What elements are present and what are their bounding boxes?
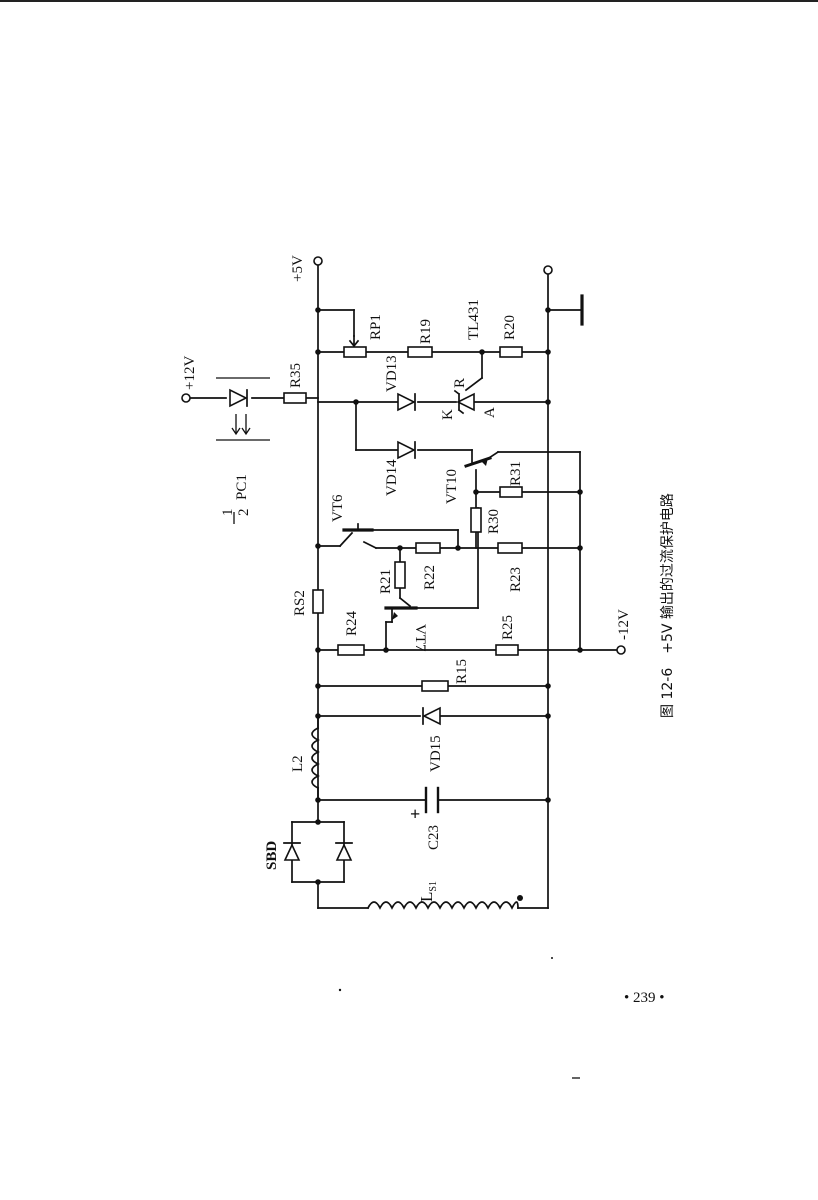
diode-vd14 bbox=[397, 440, 416, 460]
label-vd15: VD15 bbox=[428, 735, 444, 772]
plus12v-terminal bbox=[181, 393, 191, 403]
label-pc1-fraction-den: 2 bbox=[236, 509, 252, 517]
label-vt10: VT10 bbox=[444, 469, 460, 504]
inductor-l2 bbox=[311, 715, 320, 801]
page-top-border bbox=[0, 0, 818, 2]
label-vt7: VT7 bbox=[412, 624, 428, 652]
plus5v-terminal bbox=[313, 256, 323, 266]
resistor-rp1 bbox=[343, 346, 367, 358]
label-sbd: SBD bbox=[264, 841, 280, 870]
label-c23-plus: + bbox=[410, 804, 420, 824]
transistor-vt6 bbox=[342, 523, 374, 532]
diode-vd13 bbox=[397, 392, 416, 412]
ground-terminal bbox=[543, 265, 553, 275]
terminals bbox=[181, 256, 626, 655]
wires bbox=[185, 264, 619, 909]
label-plus12v: +12V bbox=[182, 356, 198, 390]
resistor-r25 bbox=[495, 644, 519, 656]
transistor-vt7 bbox=[384, 606, 418, 620]
label-r21: R21 bbox=[378, 569, 394, 594]
label-pc1: PC1 bbox=[234, 474, 250, 500]
diode-vd15 bbox=[422, 706, 441, 726]
label-r35: R35 bbox=[288, 363, 304, 388]
minus12v-terminal bbox=[616, 645, 626, 655]
resistor-r24 bbox=[337, 644, 365, 656]
label-plus5v: +5V bbox=[290, 255, 306, 282]
optocoupler-pc1 bbox=[216, 377, 270, 441]
resistor-rs2 bbox=[312, 589, 324, 614]
label-r22: R22 bbox=[422, 565, 438, 590]
resistor-r19 bbox=[407, 346, 433, 358]
label-c23: C23 bbox=[426, 825, 442, 850]
label-pc1-fraction-num: 1 bbox=[220, 509, 236, 517]
label-tl431: TL431 bbox=[466, 299, 482, 340]
transistor-vt10 bbox=[464, 456, 492, 468]
resistor-r15 bbox=[421, 680, 449, 692]
label-vd14: VD14 bbox=[384, 459, 400, 496]
label-r23: R23 bbox=[508, 567, 524, 592]
resistor-r30 bbox=[470, 507, 482, 533]
resistor-r31 bbox=[499, 486, 523, 498]
label-tl431-a: A bbox=[482, 407, 498, 418]
resistor-r21 bbox=[394, 561, 406, 589]
resistor-r20 bbox=[499, 346, 523, 358]
scan-specks bbox=[338, 957, 580, 1079]
label-r24: R24 bbox=[344, 610, 360, 636]
inductor-ls1 bbox=[366, 895, 523, 910]
label-r20: R20 bbox=[502, 315, 518, 340]
label-r31: R31 bbox=[508, 461, 524, 486]
label-rs2: RS2 bbox=[292, 590, 308, 616]
label-vd13: VD13 bbox=[384, 355, 400, 392]
figure-caption: 图 12-6 +5V 输出的过流保护电路 bbox=[660, 493, 676, 718]
label-tl431-r: R bbox=[452, 378, 468, 388]
label-r25: R25 bbox=[500, 615, 516, 640]
junctions bbox=[315, 307, 583, 885]
rp1-wiper-arrow bbox=[348, 335, 360, 348]
regulator-tl431 bbox=[453, 389, 475, 415]
label-r30: R30 bbox=[486, 509, 502, 534]
label-l2: L2 bbox=[290, 755, 306, 772]
label-ls1: LS1 bbox=[417, 881, 439, 902]
label-r19: R19 bbox=[418, 319, 434, 344]
label-tl431-k: K bbox=[440, 409, 456, 420]
label-vt6: VT6 bbox=[330, 494, 346, 522]
resistor-r35 bbox=[283, 392, 307, 404]
capacitor-c23 bbox=[424, 786, 440, 814]
sbd-diodes bbox=[283, 842, 353, 861]
page-number: • 239 • bbox=[624, 990, 665, 1006]
resistor-r23 bbox=[497, 542, 523, 554]
label-rp1: RP1 bbox=[368, 314, 384, 340]
label-r15: R15 bbox=[454, 659, 470, 684]
label-minus12v: -12V bbox=[616, 609, 632, 640]
resistor-r22 bbox=[415, 542, 441, 554]
